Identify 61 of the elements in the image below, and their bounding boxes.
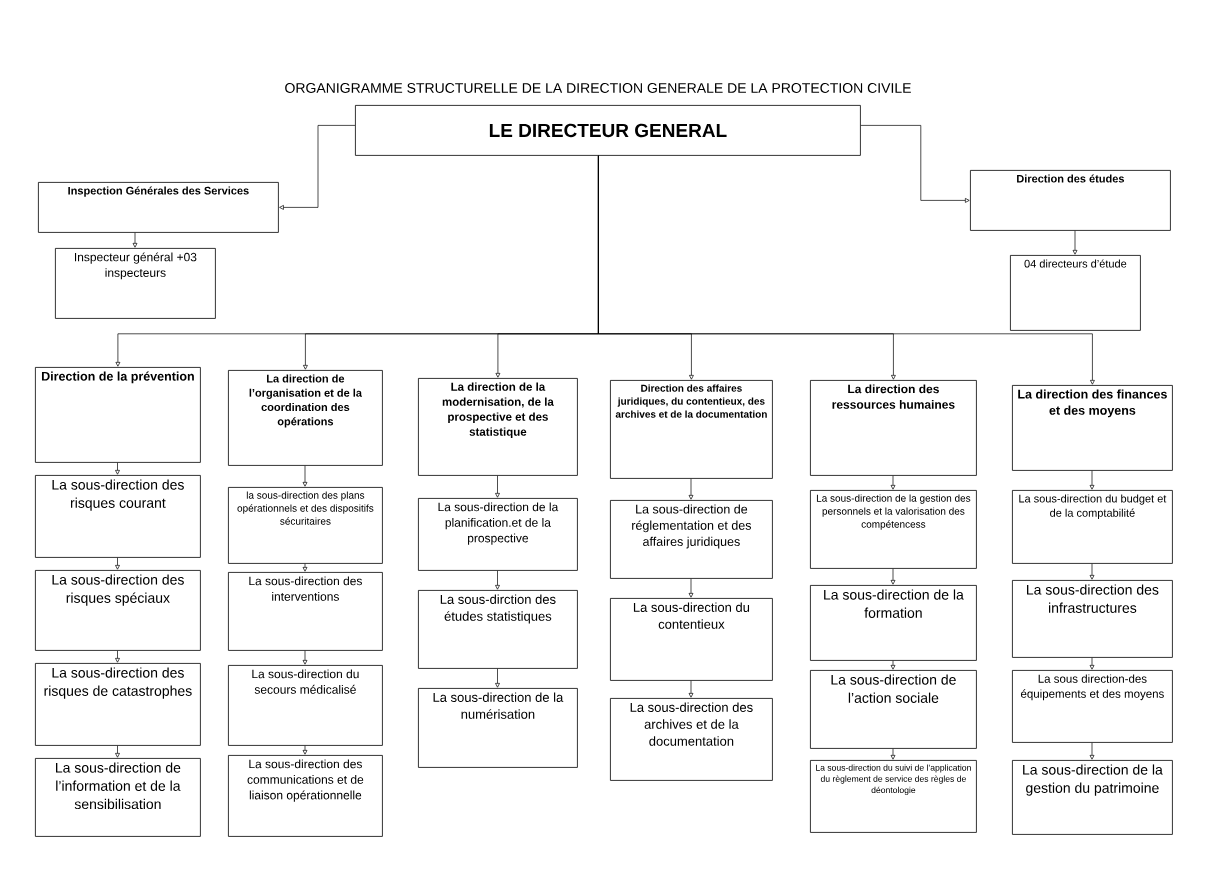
arrow — [279, 125, 356, 210]
arrow — [598, 155, 1095, 385]
org-box: La sous-direction du budget et de la comptabilité — [1012, 490, 1173, 564]
org-box: La direction des finances et des moyens — [1012, 385, 1173, 471]
org-box: Direction des études — [970, 170, 1171, 231]
director-box: LE DIRECTEUR GENERAL — [355, 105, 861, 156]
org-box: La sous-direction des interventions — [228, 572, 383, 651]
arrow — [688, 478, 694, 500]
org-box: Direction des affaires juridiques, du contentieux, des archives et de la documentation — [610, 380, 773, 479]
org-box: 04 directeurs d’étude — [1010, 255, 1141, 331]
org-box: La sous-direction de l’action sociale — [810, 670, 977, 749]
arrow — [890, 660, 896, 670]
org-box: La sous-direction de la formation — [810, 585, 977, 661]
org-box: La sous-direction de la numérisation — [418, 688, 578, 768]
org-box: La sous direction-des équipements et des moyens — [1012, 670, 1173, 743]
arrow — [1089, 657, 1095, 670]
arrow — [495, 668, 500, 688]
arrow — [115, 650, 120, 663]
arrow — [890, 568, 896, 585]
arrow — [688, 680, 694, 698]
arrow — [132, 232, 138, 248]
arrow — [1089, 470, 1095, 490]
org-box: La sous-direction de la gestion du patrimoine — [1012, 760, 1173, 835]
org-box: La sous-direction des infrastructures — [1012, 580, 1173, 658]
org-box: La sous-direction du secours médicalisé — [228, 665, 383, 746]
arrow — [302, 563, 308, 572]
arrow — [1089, 742, 1095, 760]
arrow — [115, 462, 120, 475]
arrow — [890, 475, 896, 490]
org-box: Inspecteur général +03 inspecteurs — [55, 248, 216, 319]
arrow — [1072, 230, 1078, 255]
arrow — [1089, 563, 1095, 580]
arrow — [115, 745, 120, 758]
org-box: La sous-direction des archives et de la documentation — [610, 698, 773, 781]
org-box: Direction de la prévention — [35, 367, 201, 463]
arrow — [115, 557, 120, 570]
arrow — [495, 570, 500, 590]
org-box: La sous-direction des risques courant — [35, 475, 201, 558]
org-box: La sous-direction des communications et de liaison opérationnelle — [228, 755, 383, 837]
org-box: La sous-direction de l’information et de la sensibilisation — [35, 758, 201, 837]
org-box: La sous-direction de la gestion des personnels et la valorisation des compétencess — [810, 490, 977, 569]
arrow — [302, 465, 308, 487]
org-box: la sous-direction des plans opérationnels et des dispositifs sécuritaires — [228, 487, 383, 564]
org-box: La sous-direction de réglementation et des affaires juridiques — [610, 500, 773, 579]
arrow — [860, 125, 970, 203]
arrow — [688, 578, 694, 598]
org-box: Inspection Générales des Services — [38, 182, 279, 233]
org-box: La sous-direction des risques de catastrophes — [35, 663, 201, 746]
org-box: La direction des ressources humaines — [810, 380, 977, 476]
arrow — [495, 475, 500, 498]
title: ORGANIGRAMME STRUCTURELLE DE LA DIRECTION GENERALE DE LA PROTECTION CIVILE — [285, 83, 911, 93]
arrow — [302, 745, 308, 755]
org-box: La sous-direction des risques spéciaux — [35, 570, 201, 651]
org-box: La sous-direction du suivi de l’application du règlement de service des règles de déontologie — [810, 760, 977, 833]
org-box: La sous-direction de la planification.et de la prospective — [418, 498, 578, 571]
org-box: La sous-dirction des études statistiques — [418, 590, 578, 669]
arrow — [890, 748, 896, 760]
org-box: La direction de l’organisation et de la coordination des opérations — [228, 370, 383, 466]
org-box: La direction de la modernisation, de la prospective et des statistique — [418, 378, 578, 476]
org-box: La sous-direction du contentieux — [610, 598, 773, 681]
arrow — [302, 650, 308, 665]
